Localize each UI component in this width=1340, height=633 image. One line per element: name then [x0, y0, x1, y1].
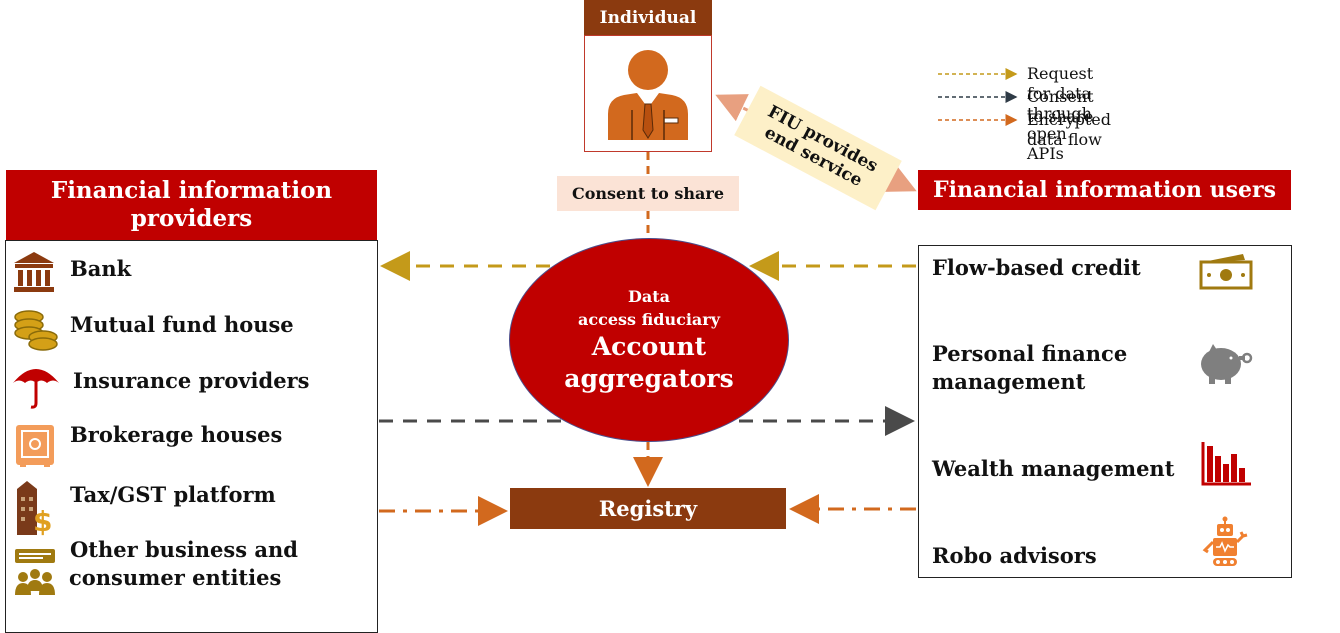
provider-item-insurance: Insurance providers	[6, 359, 371, 409]
bank-icon	[14, 252, 54, 292]
safe-icon	[16, 425, 54, 467]
user-label-flow-credit: Flow-based credit	[932, 255, 1141, 280]
user-label-robo: Robo advisors	[932, 543, 1097, 568]
provider-item-tax-gst: $ Tax/GST platform	[6, 479, 371, 539]
cash-icon	[1199, 254, 1253, 290]
legend-label-consent: Consent to share	[1027, 87, 1094, 126]
providers-header: Financial information providers	[6, 170, 377, 240]
provider-label-mutual-fund: Mutual fund house	[70, 312, 294, 337]
aggregator-sub-line2: access fiduciary	[578, 310, 720, 329]
user-label-personal-finance-line2: management	[932, 369, 1086, 394]
providers-title-line1: Financial information	[50, 177, 333, 204]
provider-label-brokerage: Brokerage houses	[70, 422, 283, 447]
aggregator-main-line2: aggregators	[564, 364, 734, 393]
provider-label-tax-gst: Tax/GST platform	[70, 482, 276, 507]
provider-item-other: Other business and consumer entities	[6, 537, 371, 601]
user-label-personal-finance: Personal finance management	[932, 340, 1127, 396]
aggregator-subtitle: Data access fiduciary	[510, 285, 788, 331]
coins-icon	[14, 310, 58, 351]
provider-item-mutual-fund: Mutual fund house	[6, 303, 371, 353]
providers-title-line2: providers	[130, 205, 253, 232]
users-header: Financial information users	[918, 170, 1291, 210]
user-label-personal-finance-line1: Personal finance	[932, 341, 1128, 366]
bar-chart-icon	[1201, 442, 1251, 486]
provider-item-bank: Bank	[6, 247, 371, 297]
legend-label-request: Request for data through open APIs	[1027, 64, 1094, 163]
account-aggregator-node: Data access fiduciary Account aggregator…	[509, 238, 789, 442]
legend-label-dataflow: Encrypted data flow	[1027, 110, 1112, 149]
aggregator-title: Account aggregators	[510, 331, 788, 395]
umbrella-icon	[13, 369, 59, 409]
person-icon	[608, 50, 688, 140]
users-list: Flow-based credit Personal finance manag…	[918, 245, 1292, 578]
svg-text:$: $	[33, 505, 52, 538]
group-icon	[15, 549, 55, 595]
provider-label-other-line2: consumer entities	[69, 565, 282, 590]
piggy-bank-icon	[1201, 344, 1253, 384]
registry-node: Registry	[510, 488, 786, 529]
individual-title: Individual	[584, 0, 712, 35]
providers-list: Bank Mutual fund house Insurance provide…	[5, 240, 378, 633]
legend-lines	[938, 68, 1018, 126]
individual-box	[584, 35, 712, 152]
aggregator-sub-line1: Data	[628, 287, 670, 306]
provider-item-brokerage: Brokerage houses	[6, 419, 371, 469]
consent-to-share-label: Consent to share	[557, 176, 739, 211]
building-dollar-icon: $	[17, 481, 52, 538]
aggregator-main-line1: Account	[591, 332, 707, 361]
provider-label-other-line1: Other business and	[70, 537, 298, 562]
robot-icon	[1202, 516, 1248, 566]
provider-label-other: Other business and consumer entities	[69, 536, 298, 592]
provider-label-insurance: Insurance providers	[73, 368, 310, 393]
provider-label-bank: Bank	[70, 256, 132, 281]
user-label-wealth: Wealth management	[932, 456, 1175, 481]
